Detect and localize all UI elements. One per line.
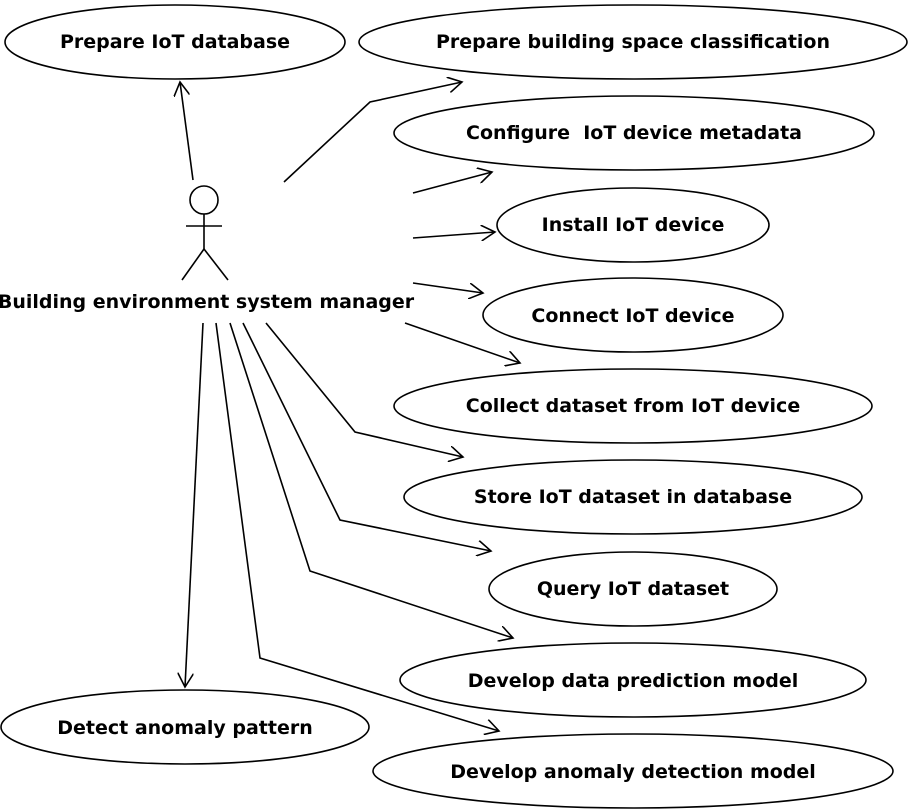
use-case-collect-dataset[interactable] xyxy=(393,368,873,444)
use-case-label: Prepare building space classification xyxy=(436,31,830,53)
use-case-install-iot-device[interactable] xyxy=(496,187,770,263)
use-case-connect-iot-device[interactable] xyxy=(482,277,784,353)
use-case-label: Develop anomaly detection model xyxy=(450,761,816,783)
use-case-prepare-iot-database[interactable] xyxy=(4,4,346,80)
use-case-label: Configure IoT device metadata xyxy=(466,122,802,144)
use-case-label: Connect IoT device xyxy=(531,305,734,327)
use-case-label: Collect dataset from IoT device xyxy=(466,395,800,417)
association-uc8 xyxy=(242,322,491,551)
use-case-develop-data-prediction-model[interactable] xyxy=(399,642,867,718)
association-uc7 xyxy=(265,322,463,457)
use-case-query-iot-dataset[interactable] xyxy=(488,551,778,627)
association-uc4 xyxy=(412,232,495,238)
use-case-label: Prepare IoT database xyxy=(60,31,290,53)
use-case-configure-iot-device-metadata[interactable] xyxy=(393,95,875,171)
association-uc6 xyxy=(404,322,520,363)
association-uc10 xyxy=(185,322,204,687)
use-case-develop-anomaly-detection-model[interactable] xyxy=(372,733,894,809)
use-case-label: Store IoT dataset in database xyxy=(474,486,792,508)
association-uc5 xyxy=(412,282,483,293)
stick-figure-actor-icon[interactable] xyxy=(181,185,229,281)
actor-name: Building environment system manager xyxy=(0,291,415,313)
use-case-label: Query IoT dataset xyxy=(537,578,729,600)
association-uc9 xyxy=(229,322,513,638)
association-uc11 xyxy=(215,322,499,731)
use-case-prepare-building-space-classification[interactable] xyxy=(358,4,908,80)
association-uc2 xyxy=(283,82,462,183)
association-uc3 xyxy=(412,172,492,194)
use-case-detect-anomaly-pattern[interactable] xyxy=(0,689,370,765)
use-case-store-iot-dataset[interactable] xyxy=(403,459,863,535)
association-uc1 xyxy=(180,82,194,181)
use-case-label: Detect anomaly pattern xyxy=(57,717,313,739)
use-case-label: Install IoT device xyxy=(542,214,725,236)
use-case-label: Develop data prediction model xyxy=(468,670,799,692)
